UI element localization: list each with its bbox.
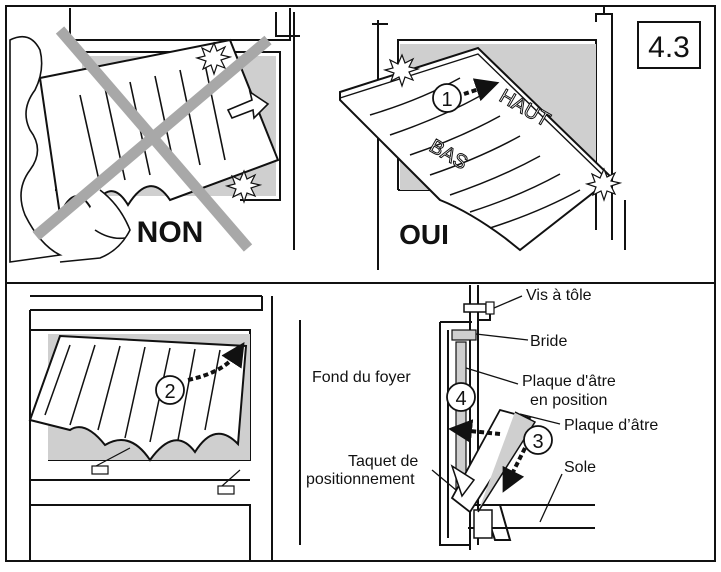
panel-wrong-method: NON [9,8,300,263]
positioning-stop [217,485,235,495]
panel-right-method: 1 HAUT BAS OUI [339,6,626,270]
leader-lines [431,295,563,523]
step-2-circle [155,375,185,405]
step-4-arrow [448,419,501,444]
step-1-circle [432,83,462,113]
label-plate-in-position-line2: en position [530,392,607,409]
verdict-non: NON [137,216,204,249]
contact-star [382,53,421,88]
panel-cross-section: 4 3 Vis à tôle Bride Fond du foyer Plaqu… [306,285,658,550]
label-hearth-plate: Plaque d’âtre [564,417,658,434]
step-4-circle [446,382,476,412]
label-firebox-back: Fond du foyer [312,369,411,386]
step-2-number: 2 [164,381,175,403]
step-1-number: 1 [441,89,452,111]
step-2-arrow [187,341,245,382]
verdict-oui: OUI [399,219,449,250]
step-1-arrow [463,78,500,102]
positioning-stop [91,465,109,475]
push-arrow [226,90,270,120]
label-screw: Vis à tôle [526,287,592,304]
sheet-screw [463,303,487,313]
hands [9,35,131,263]
impact-star [224,169,263,204]
step-3-circle [523,425,553,455]
forbidden-cross [32,26,272,252]
figure-number-box: 4.3 [637,21,701,69]
step-4-number: 4 [455,388,466,410]
panel-tilt-plate: 2 [28,295,301,561]
impact-star [194,41,233,76]
step-3-number: 3 [532,431,543,453]
fire-plate-carried [339,46,614,252]
contact-star [584,167,623,202]
label-stop-line1: Taquet de [348,453,418,470]
plate-being-inserted [450,408,537,514]
label-stop-line2: positionnement [306,471,415,488]
label-flange: Bride [530,333,567,350]
fire-plate-tilting [28,334,248,462]
step-3-arrow [502,447,527,493]
label-plate-in-position-line1: Plaque d'âtre [522,373,616,390]
figure-number: 4.3 [648,31,690,64]
flange [451,329,477,341]
label-hearth-floor: Sole [564,459,596,476]
